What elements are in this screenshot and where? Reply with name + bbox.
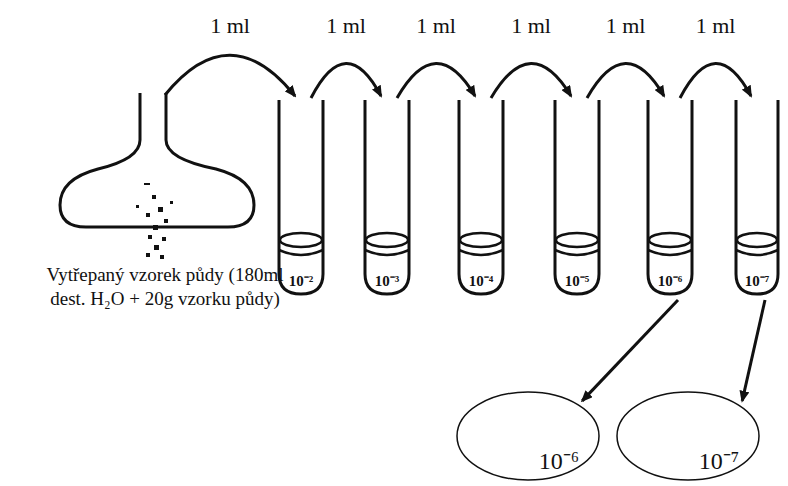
dilution-label: 10⁻² [276,270,326,290]
soil-particle [136,205,139,208]
soil-particle [158,207,163,212]
tube-outline [276,100,326,296]
transfer-arrow [491,63,571,98]
flask-outline [40,85,290,385]
tube-outline [552,100,602,296]
test-tube: 10⁻² [276,100,326,296]
dilution-label: 10⁻⁶ [539,443,579,476]
tube-outline [362,100,412,296]
volume-label: 1 ml [413,14,459,38]
transfer-arrow [165,55,295,96]
dilution-label: 10⁻⁴ [456,270,506,290]
dilution-label: 10⁻⁷ [699,443,739,476]
transfer-arrow [311,63,381,98]
transfer-arrow [742,300,765,401]
transfer-arrow [397,63,475,98]
soil-particle [160,255,164,259]
transfer-arrow [587,63,664,98]
petri-dish: 10⁻⁷ [615,390,761,482]
dish-outline [615,390,761,482]
soil-particle [162,237,166,241]
tube-outline [645,100,695,296]
soil-particle [152,195,156,199]
petri-dish: 10⁻⁶ [455,390,601,482]
soil-particle [153,225,158,230]
tube-outline [733,100,781,296]
dilution-label: 10⁻⁵ [552,270,602,290]
test-tube: 10⁻⁷ [733,100,781,296]
test-tube: 10⁻⁶ [645,100,695,296]
transfer-arrow [680,63,751,98]
soil-particle [146,213,150,217]
volume-label: 1 ml [323,14,369,38]
sample-caption: Vytřepaný vzorek půdy (180ml dest. H₂O +… [40,263,290,311]
soil-particle [154,245,159,250]
volume-label: 1 ml [693,14,739,38]
dilution-label: 10⁻⁷ [733,270,781,290]
volume-label: 1 ml [207,14,253,38]
dish-outline [455,390,601,482]
dilution-label: 10⁻³ [362,270,412,290]
volume-label: 1 ml [508,14,554,38]
dilution-label: 10⁻⁶ [645,270,695,290]
test-tube: 10⁻⁵ [552,100,602,296]
soil-particle [170,201,173,204]
volume-label: 1 ml [603,14,649,38]
test-tube: 10⁻³ [362,100,412,296]
flask-node: Vytřepaný vzorek půdy (180ml dest. H₂O +… [40,85,290,385]
soil-particle [164,219,168,223]
soil-particle [148,235,152,239]
transfer-arrow [582,300,678,401]
test-tube: 10⁻⁴ [456,100,506,296]
tube-outline [456,100,506,296]
soil-particle [146,253,150,257]
